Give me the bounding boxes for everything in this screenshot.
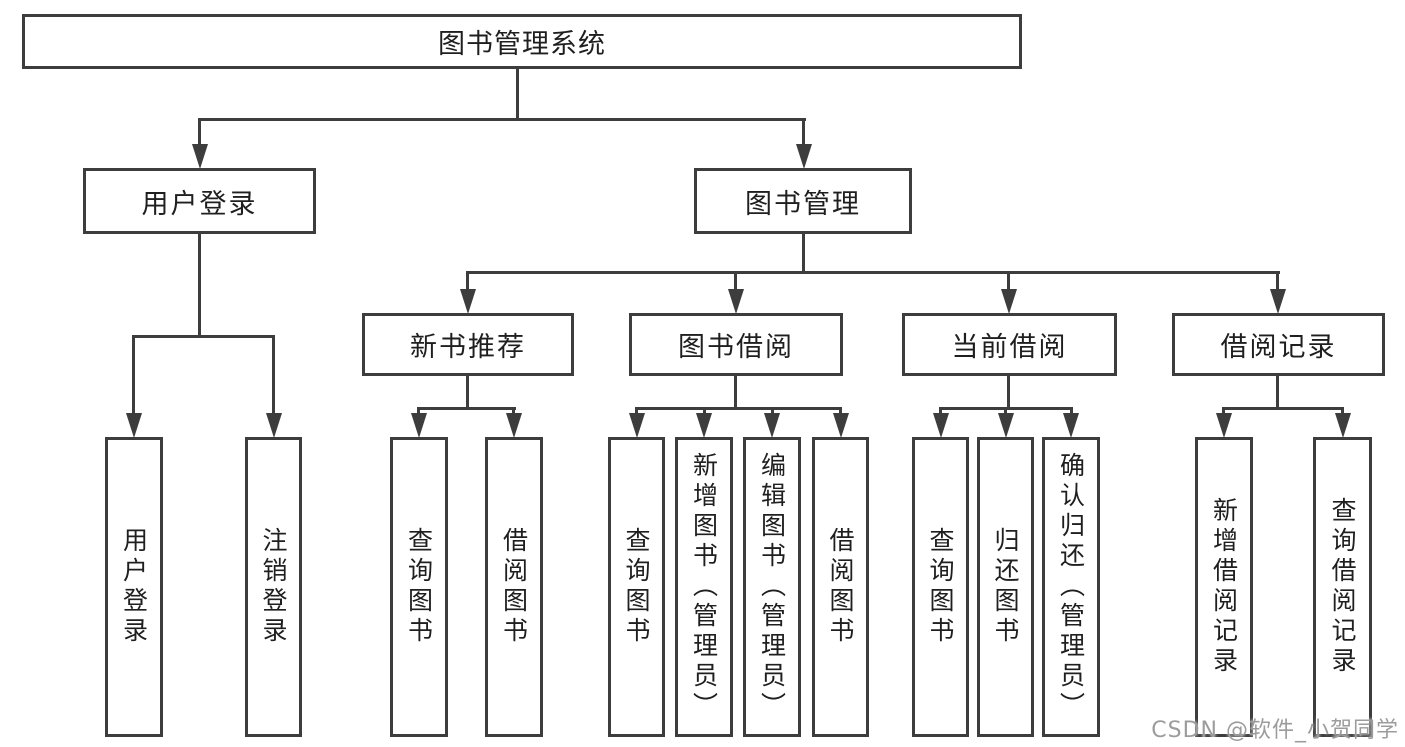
connector-line	[802, 118, 805, 150]
arrow-down-icon	[460, 289, 476, 314]
connector-line	[1007, 271, 1010, 293]
connector-line	[1276, 376, 1279, 409]
arrow-down-icon	[998, 413, 1014, 438]
node-current-borrowing: 当前借阅	[902, 313, 1117, 376]
arrow-down-icon	[266, 413, 282, 438]
arrow-down-icon	[192, 144, 208, 169]
leaf-edit-books-admin: 编辑图书（管理员）	[743, 437, 801, 737]
connector-line	[1222, 407, 1343, 410]
leaf-logout: 注销登录	[245, 437, 302, 737]
leaf-query-books-borrow: 查询图书	[608, 437, 665, 737]
arrow-down-icon	[764, 413, 780, 438]
node-user-login: 用户登录	[83, 168, 316, 234]
connector-line	[734, 271, 737, 293]
arrow-down-icon	[1001, 289, 1017, 314]
node-library-management-system: 图书管理系统	[22, 14, 1022, 69]
node-borrow-records: 借阅记录	[1172, 313, 1385, 376]
arrow-down-icon	[506, 413, 522, 438]
connector-line	[198, 232, 201, 337]
connector-line	[516, 68, 519, 121]
leaf-add-borrow-record: 新增借阅记录	[1195, 437, 1253, 737]
node-book-borrowing: 图书借阅	[629, 313, 843, 376]
arrow-down-icon	[629, 413, 645, 438]
connector-line	[635, 407, 842, 410]
watermark: CSDN @软件_小贺同学	[1151, 718, 1399, 743]
connector-line	[466, 271, 469, 293]
node-book-management: 图书管理	[694, 168, 912, 234]
connector-line	[466, 271, 1280, 274]
arrow-down-icon	[411, 413, 427, 438]
connector-line	[1276, 271, 1279, 293]
arrow-down-icon	[833, 413, 849, 438]
arrow-down-icon	[1270, 289, 1286, 314]
node-new-book-recommendation: 新书推荐	[362, 313, 574, 376]
arrow-down-icon	[1335, 413, 1351, 438]
leaf-user-login: 用户登录	[105, 437, 163, 737]
arrow-down-icon	[696, 413, 712, 438]
arrow-down-icon	[728, 289, 744, 314]
connector-line	[466, 376, 469, 409]
arrow-down-icon	[1216, 413, 1232, 438]
leaf-return-books: 归还图书	[977, 437, 1034, 737]
leaf-query-books-current: 查询图书	[912, 437, 969, 737]
connector-line	[132, 335, 135, 413]
connector-line	[132, 335, 275, 338]
connector-line	[734, 376, 737, 409]
leaf-query-books-recommend: 查询图书	[390, 437, 448, 737]
leaf-confirm-return-admin: 确认归还（管理员）	[1042, 437, 1100, 737]
leaf-query-borrow-record: 查询借阅记录	[1313, 437, 1372, 737]
leaf-borrow-books-recommend: 借阅图书	[485, 437, 543, 737]
connector-line	[802, 234, 805, 273]
connector-line	[417, 407, 516, 410]
connector-line	[198, 118, 806, 121]
arrow-down-icon	[1063, 413, 1079, 438]
arrow-down-icon	[126, 413, 142, 438]
arrow-down-icon	[933, 413, 949, 438]
leaf-borrow-books: 借阅图书	[812, 437, 869, 737]
connector-line	[272, 335, 275, 413]
connector-line	[1007, 376, 1010, 409]
leaf-add-books-admin: 新增图书（管理员）	[675, 437, 733, 737]
arrow-down-icon	[796, 144, 812, 169]
connector-line	[198, 118, 201, 150]
